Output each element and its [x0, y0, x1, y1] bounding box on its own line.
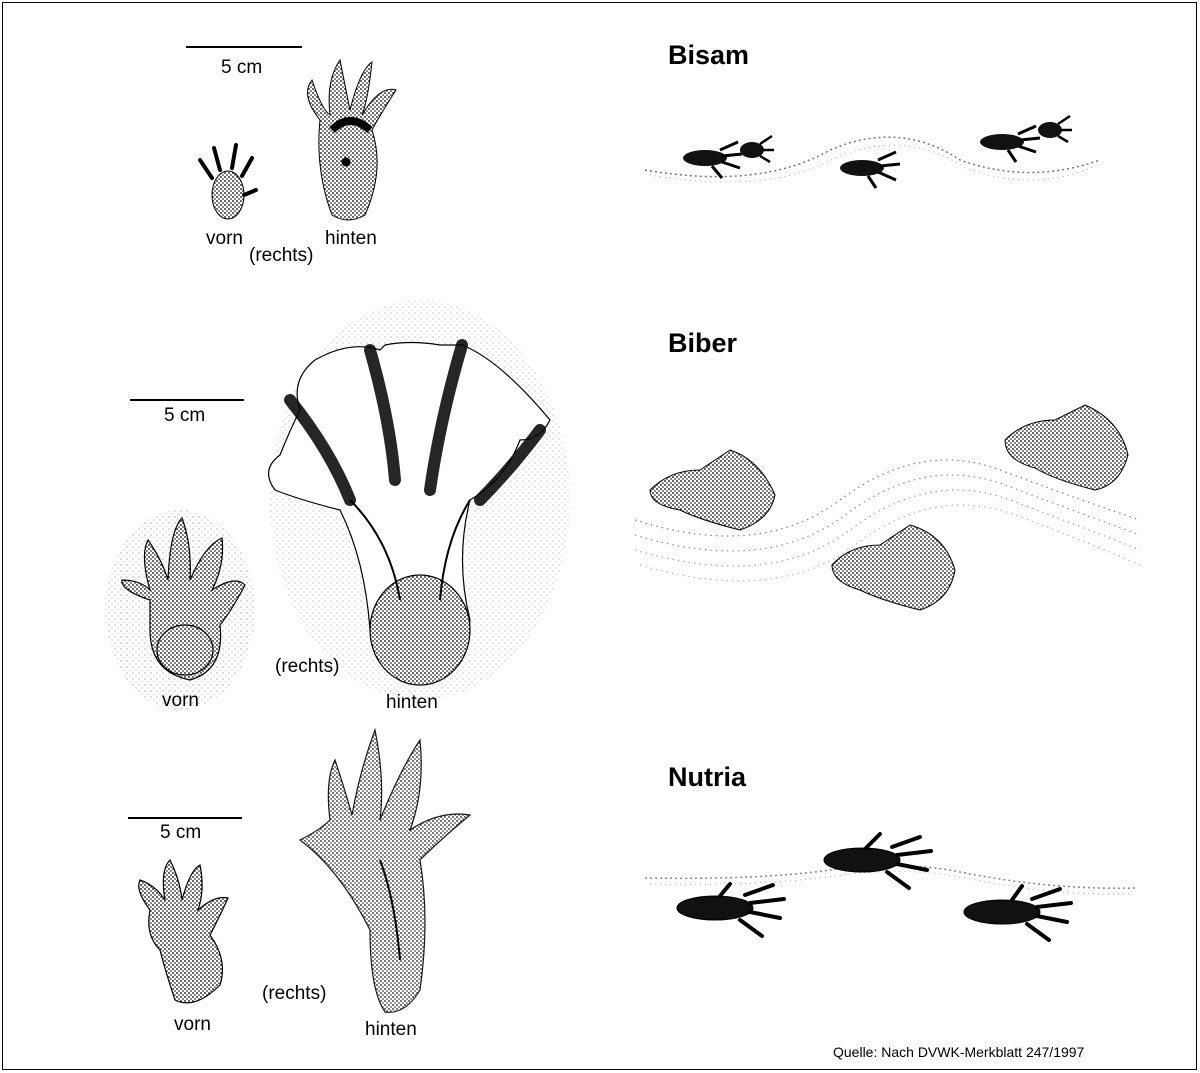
bisam-side-label: (rechts) [249, 245, 313, 267]
bisam-front-label: vorn [206, 228, 243, 250]
source-note: Quelle: Nach DVWK-Merkblatt 247/1997 [833, 1044, 1084, 1060]
bisam-scale-bar [186, 46, 302, 48]
nutria-front-label: vorn [174, 1014, 211, 1036]
biber-side-label: (rechts) [275, 656, 339, 678]
biber-scale-label: 5 cm [164, 405, 205, 427]
bisam-track-trail [645, 116, 1100, 188]
nutria-scale-bar [128, 817, 242, 819]
biber-front-label: vorn [162, 690, 199, 712]
biber-hind-label: hinten [386, 692, 438, 714]
nutria-hind-label: hinten [365, 1019, 417, 1041]
bisam-front-footprint [200, 145, 256, 219]
bisam-hind-footprint [308, 60, 397, 220]
biber-scale-bar [130, 399, 244, 401]
biber-title: Biber [668, 328, 737, 359]
biber-track-trail [635, 405, 1140, 610]
nutria-title: Nutria [668, 762, 746, 793]
nutria-side-label: (rechts) [262, 983, 326, 1005]
nutria-scale-label: 5 cm [160, 822, 201, 844]
bisam-title: Bisam [668, 40, 749, 71]
bisam-scale-label: 5 cm [221, 57, 262, 79]
nutria-front-footprint [139, 860, 228, 1003]
nutria-hind-footprint [300, 730, 470, 1012]
nutria-track-trail [645, 834, 1135, 940]
bisam-hind-label: hinten [325, 228, 377, 250]
